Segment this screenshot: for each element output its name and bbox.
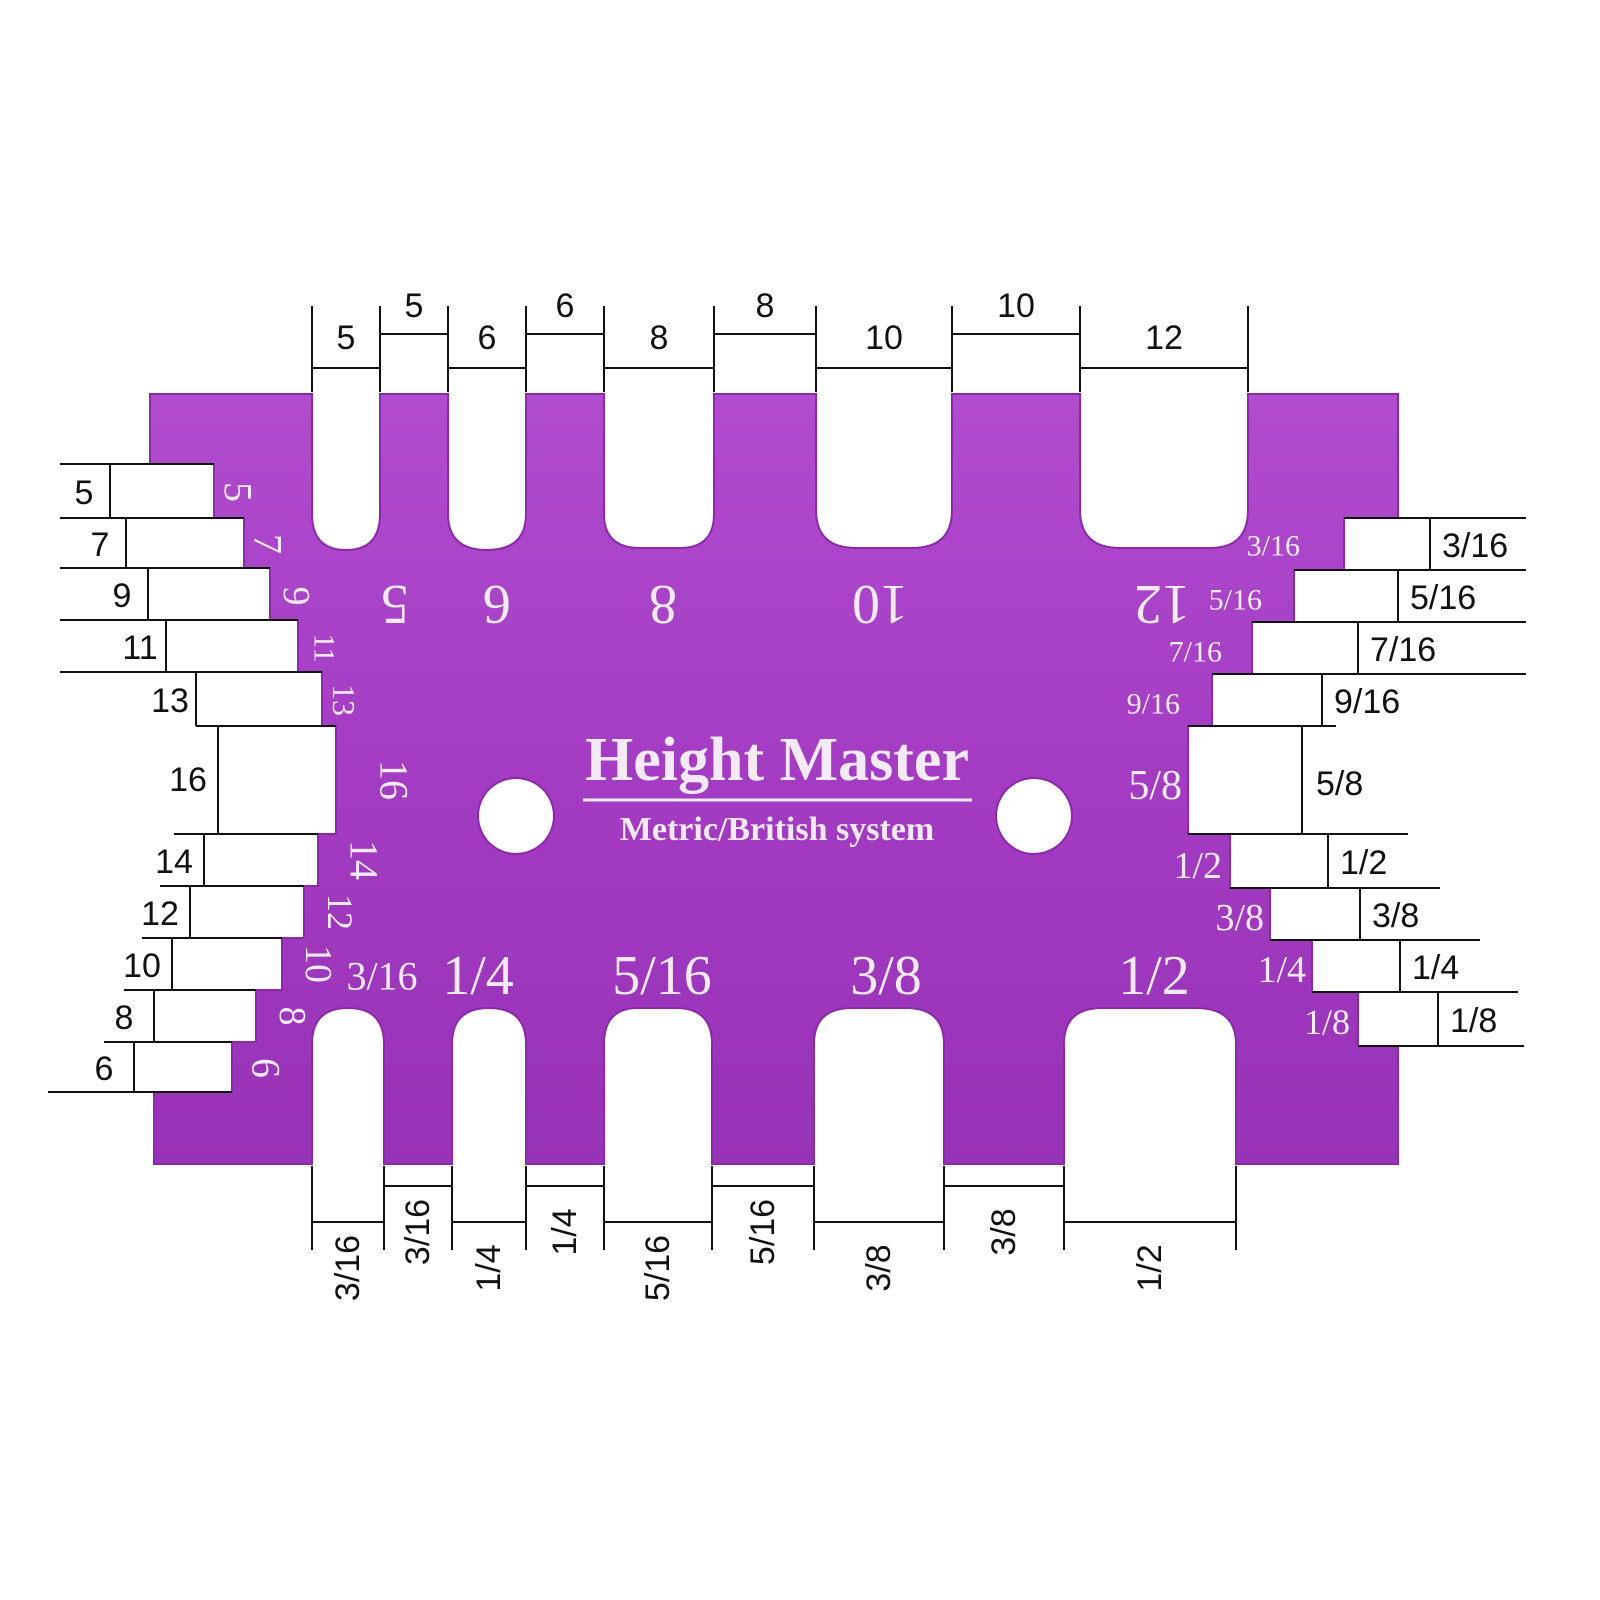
- engraved-top-slot-label: 6: [483, 573, 511, 635]
- engraved-left-step-label: 14: [342, 840, 387, 880]
- left-step-dimension: 9: [113, 577, 132, 615]
- left-step-dimension: 12: [141, 895, 179, 933]
- top-slot-dimension: 8: [650, 319, 669, 357]
- right-step-dimension: 1/4: [1412, 949, 1459, 987]
- top-tooth-dimension: 8: [756, 287, 775, 325]
- left-step-dimension: 13: [151, 682, 189, 720]
- left-step-dimension: 8: [115, 999, 134, 1037]
- engraved-right-step-label: 7/16: [1169, 636, 1222, 669]
- engraved-left-step-label: 5: [216, 482, 261, 502]
- engraved-left-center-label: 16: [372, 760, 417, 800]
- engraved-left-step-label: 6: [244, 1058, 289, 1078]
- engraved-top-slot-label: 8: [649, 573, 677, 635]
- engraved-right-step-label: 3/8: [1215, 897, 1264, 939]
- left-step-dimension: 14: [155, 843, 193, 881]
- engraved-left-step-label: 8: [271, 1007, 313, 1026]
- top-tooth-dimension: 6: [556, 287, 575, 325]
- engraved-bottom-slot-label: 3/16: [346, 954, 417, 999]
- left-step-dimension: 5: [75, 474, 94, 512]
- bottom-slot-dimension: 3/16: [329, 1235, 367, 1301]
- left-center-dimension: 16: [169, 761, 207, 799]
- engraved-markings: 5 6 8 10 12 3/16 1/4 5/16 3/8 1/2 5 7 9 11 13 16 14 12 10 8…: [216, 482, 1351, 1078]
- engraved-right-step-label: 1/8: [1304, 1002, 1350, 1042]
- engraved-bottom-slot-label: 1/4: [442, 945, 514, 1007]
- right-center-dimension: 5/8: [1316, 765, 1363, 803]
- product-title: Height Master: [585, 726, 969, 794]
- right-step-dimension: 5/16: [1410, 579, 1476, 617]
- bottom-slot-dimension: 5/16: [639, 1235, 677, 1301]
- bottom-tooth-dimension: 5/16: [744, 1199, 782, 1265]
- engraved-left-step-label: 10: [297, 945, 339, 983]
- engraved-bottom-slot-label: 1/2: [1118, 945, 1190, 1007]
- left-step-dimension: 10: [123, 947, 161, 985]
- engraved-right-step-label: 9/16: [1127, 688, 1180, 721]
- left-step-dimension: 11: [122, 629, 157, 667]
- top-tooth-dimension: 5: [405, 287, 424, 325]
- bottom-slot-dimension: 3/8: [860, 1244, 898, 1291]
- bottom-tooth-dimension: 3/8: [985, 1208, 1023, 1255]
- right-step-dimension: 3/8: [1372, 897, 1419, 935]
- bottom-tooth-dimension: 1/4: [546, 1208, 584, 1255]
- left-step-dimension: 7: [91, 526, 110, 564]
- engraved-left-step-label: 7: [246, 534, 291, 554]
- right-step-dimension: 7/16: [1370, 631, 1436, 669]
- bottom-tooth-dimension: 3/16: [399, 1199, 437, 1265]
- top-slot-dimension: 6: [478, 319, 497, 357]
- engraved-left-step-label: 12: [320, 894, 360, 930]
- product-subtitle: Metric/British system: [620, 811, 934, 848]
- right-step-dimension: 1/8: [1450, 1002, 1497, 1040]
- right-step-dimension: 9/16: [1334, 683, 1400, 721]
- top-slot-dimension: 12: [1145, 319, 1183, 357]
- engraved-right-center-label: 5/8: [1128, 763, 1182, 809]
- engraved-top-slot-label: 12: [1134, 573, 1190, 635]
- engraved-right-step-label: 1/4: [1257, 949, 1306, 991]
- engraved-right-step-label: 5/16: [1209, 584, 1262, 617]
- engraved-top-slot-label: 10: [852, 573, 908, 635]
- right-step-dimension: 1/2: [1340, 844, 1387, 882]
- engraved-bottom-slot-label: 5/16: [612, 945, 712, 1007]
- engraved-top-slot-label: 5: [381, 573, 409, 635]
- top-tooth-dimension: 10: [997, 287, 1035, 325]
- bottom-slot-dimension: 1/4: [470, 1244, 508, 1291]
- top-slot-dimension: 10: [865, 319, 903, 357]
- top-slot-dimension: 5: [337, 319, 356, 357]
- dimension-lines: [48, 306, 1526, 1250]
- left-step-dimension: 6: [95, 1050, 114, 1088]
- engraved-left-step-label: 11: [308, 634, 341, 663]
- engraved-right-step-label: 3/16: [1247, 530, 1300, 563]
- engraved-bottom-slot-label: 3/8: [850, 945, 922, 1007]
- gauge-body: [149, 393, 1399, 1165]
- right-step-dimension: 3/16: [1442, 527, 1508, 565]
- engraved-left-step-label: 13: [326, 684, 362, 716]
- engraved-right-step-label: 1/2: [1173, 845, 1222, 887]
- bottom-slot-dimension: 1/2: [1131, 1244, 1169, 1291]
- engraved-left-step-label: 9: [275, 587, 317, 606]
